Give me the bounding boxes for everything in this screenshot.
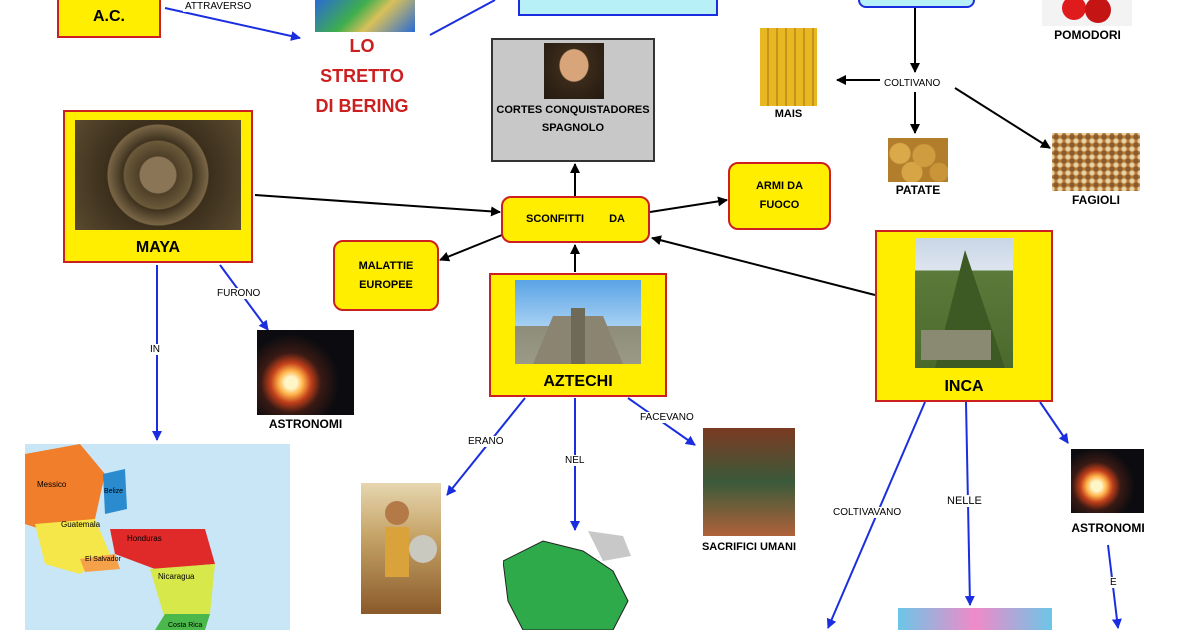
cortes-box: CORTES CONQUISTADORES SPAGNOLO <box>491 38 655 162</box>
astronomy-image-maya <box>257 330 354 415</box>
aztec-warrior-image <box>361 483 441 614</box>
sconfitti-label: SCONFITTI DA <box>526 213 625 226</box>
top-blue-round-box <box>858 0 975 8</box>
arrow-sconfitti-malattie <box>439 234 503 262</box>
ac-box: A.C. <box>57 0 161 38</box>
armi-label: ARMI DA FUOCO <box>755 180 804 211</box>
caption-astronomi-maya: ASTRONOMI <box>268 417 343 431</box>
edge-label-erano: ERANO <box>466 436 506 447</box>
map-label-honduras: Honduras <box>127 534 162 543</box>
maya-box: MAYA <box>63 110 253 263</box>
map-label-belize: Belize <box>104 488 124 495</box>
north-america-map-image <box>503 531 641 630</box>
edge-label-coltivavano: COLTIVAVANO <box>831 507 904 518</box>
edge-label-attraverso: ATTRAVERSO <box>183 1 254 12</box>
machu-picchu-image <box>915 238 1013 368</box>
arrow-attraverso <box>164 7 301 41</box>
central-america-map-image: Messico Belize Guatemala Honduras El Sal… <box>25 444 290 630</box>
sconfitti-box: SCONFITTI DA <box>501 196 650 243</box>
south-america-map-image <box>898 608 1052 630</box>
edge-label-in: IN <box>148 344 162 355</box>
edge-label-e: E <box>1108 577 1119 588</box>
caption-sacrifici: SACRIFICI UMANI <box>701 541 797 553</box>
arrow-astronomi-inca <box>1039 401 1069 444</box>
maya-calendar-image <box>75 120 241 230</box>
map-label-messico: Messico <box>37 480 67 489</box>
ac-label: A.C. <box>93 8 125 25</box>
map-label-costa-rica: Costa Rica <box>168 622 203 629</box>
arrow-to-topbox <box>429 0 496 36</box>
bering-strait-label: LO STRETTO DI BERING <box>315 36 409 116</box>
corn-image <box>760 28 817 106</box>
potatoes-image <box>888 138 948 182</box>
beans-image <box>1052 133 1140 191</box>
inca-label: INCA <box>944 378 984 395</box>
caption-pomodori: POMODORI <box>1054 28 1121 42</box>
astronomy-image-inca <box>1071 449 1144 513</box>
malattie-box: MALATTIE EUROPEE <box>333 240 439 311</box>
cortes-label: CORTES CONQUISTADORES SPAGNOLO <box>496 104 650 134</box>
caption-patate: PATATE <box>895 183 941 197</box>
arrow-inca-sconfitti <box>651 235 876 296</box>
armi-box: ARMI DA FUOCO <box>728 162 831 230</box>
edge-label-nelle: NELLE <box>945 495 984 507</box>
edge-label-nel: NEL <box>563 455 587 466</box>
aztechi-box: AZTECHI <box>489 273 667 397</box>
arrow-maya-sconfitti <box>254 194 501 217</box>
caption-fagioli: FAGIOLI <box>1072 193 1120 207</box>
caption-astronomi-inca: ASTRONOMI <box>1071 521 1145 535</box>
aztechi-label: AZTECHI <box>543 373 613 390</box>
edge-label-facevano: FACEVANO <box>638 412 696 423</box>
map-label-el-salvador: El Salvador <box>85 556 121 563</box>
human-sacrifice-image <box>703 428 795 536</box>
top-cyan-box <box>518 0 718 16</box>
map-label-nicaragua: Nicaragua <box>158 572 195 581</box>
map-label-guatemala: Guatemala <box>61 520 101 529</box>
pyramid-image <box>515 280 641 364</box>
arrow-sconfitti-armi <box>649 196 728 213</box>
caption-mais: MAIS <box>774 108 803 120</box>
edge-label-furono: FURONO <box>215 288 263 299</box>
world-map-image <box>315 0 415 32</box>
edge-label-coltivano: COLTIVANO <box>882 78 943 89</box>
maya-label: MAYA <box>135 239 181 256</box>
inca-box: INCA <box>875 230 1053 402</box>
tomato-image <box>1042 0 1132 26</box>
malattie-label: MALATTIE EUROPEE <box>358 259 414 291</box>
cortes-portrait-image <box>544 43 604 99</box>
arrow-coltivano-fagioli <box>954 87 1051 149</box>
